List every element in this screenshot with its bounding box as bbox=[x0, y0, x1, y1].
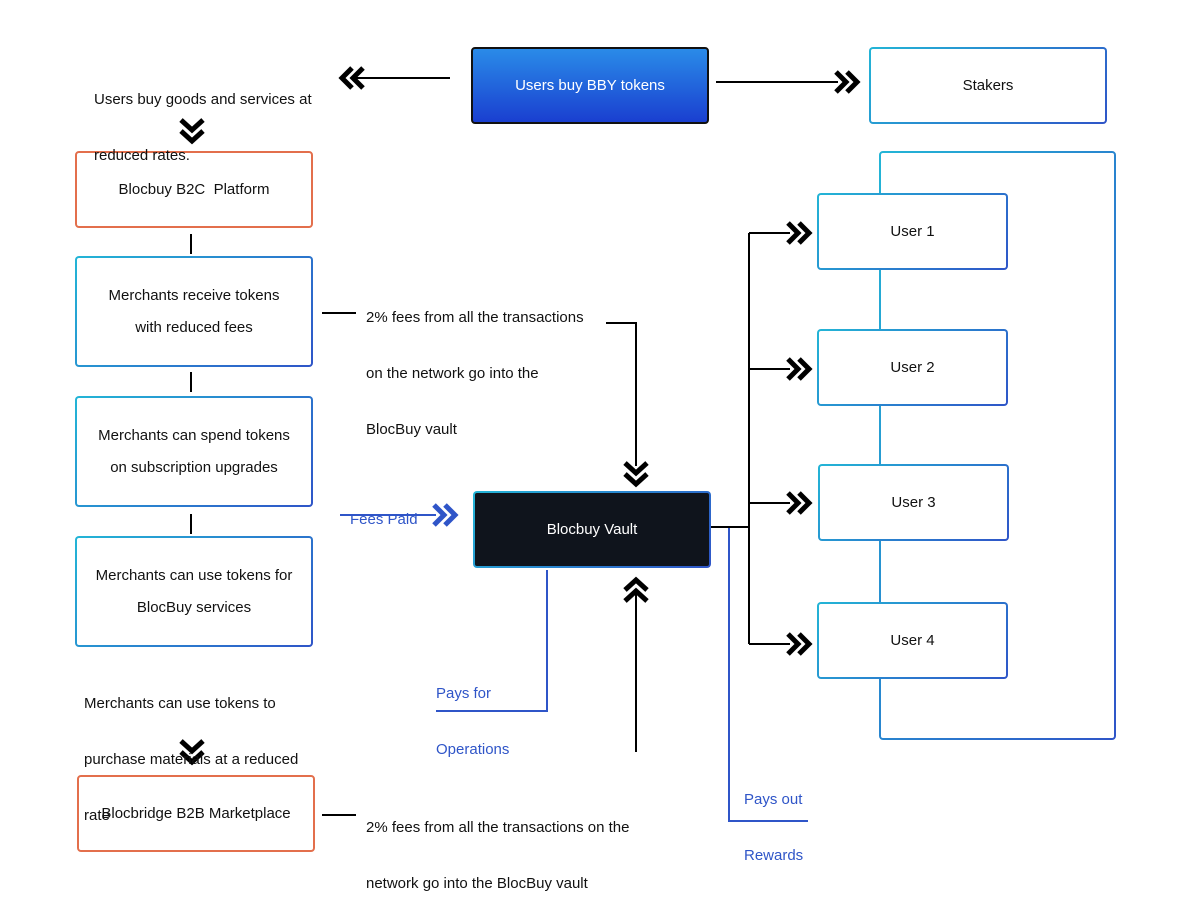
connector-pays-rewards bbox=[728, 528, 808, 822]
stakers-node: Stakers bbox=[869, 47, 1107, 124]
double-chevron-down-icon bbox=[623, 461, 649, 488]
pays-rewards-label: Pays out Rewards bbox=[744, 758, 803, 898]
connector-fees-to-vault bbox=[606, 322, 637, 466]
node-label-line: Merchants can use tokens for bbox=[95, 566, 293, 584]
label-line: Operations bbox=[436, 741, 510, 758]
double-chevron-left-icon bbox=[338, 66, 365, 90]
node-label-line: Merchants receive tokens bbox=[108, 286, 280, 304]
user1-node: User 1 bbox=[817, 193, 1008, 270]
node-label: User 1 bbox=[890, 222, 935, 240]
node-label: User 4 bbox=[890, 631, 935, 649]
double-chevron-right-icon bbox=[786, 221, 813, 245]
fees-paid-label: Fees Paid bbox=[350, 478, 418, 534]
merchants-spend-node: Merchants can spend tokens on subscripti… bbox=[75, 396, 313, 507]
double-chevron-right-icon bbox=[834, 70, 861, 94]
user3-node: User 3 bbox=[818, 464, 1009, 541]
double-chevron-right-icon bbox=[786, 357, 813, 381]
label-line: Rewards bbox=[744, 847, 804, 864]
merchants-purchase-label: Merchants can use tokens to purchase mat… bbox=[84, 662, 298, 858]
fees-top-label: 2% fees from all the transactions on the… bbox=[366, 276, 584, 472]
node-label: Blocbuy B2C Platform bbox=[118, 180, 270, 198]
user4-node: User 4 bbox=[817, 602, 1008, 679]
node-label-line: with reduced fees bbox=[135, 318, 253, 336]
merchants-receive-node: Merchants receive tokens with reduced fe… bbox=[75, 256, 313, 367]
node-label-line: Merchants can spend tokens bbox=[98, 426, 290, 444]
double-chevron-right-icon bbox=[786, 491, 813, 515]
users-buy-goods-label: Users buy goods and services at reduced … bbox=[94, 58, 312, 198]
node-label: Blocbuy Vault bbox=[546, 520, 638, 538]
label-line: Fees Paid bbox=[350, 511, 418, 528]
label-line: rate bbox=[84, 807, 110, 824]
label-line: Pays for bbox=[436, 685, 492, 702]
double-chevron-right-icon bbox=[432, 503, 459, 527]
merchants-use-node: Merchants can use tokens for BlocBuy ser… bbox=[75, 536, 313, 647]
node-label-line: BlocBuy services bbox=[136, 598, 252, 616]
double-chevron-down-icon bbox=[179, 118, 205, 145]
fees-bottom-label: 2% fees from all the transactions on the… bbox=[366, 786, 629, 898]
label-line: network go into the BlocBuy vault bbox=[366, 875, 588, 892]
node-label: User 2 bbox=[890, 358, 935, 376]
b2c-platform-node: Blocbuy B2C Platform bbox=[75, 151, 313, 228]
node-label-line: on subscription upgrades bbox=[110, 458, 278, 476]
label-line: purchase materials at a reduced bbox=[84, 751, 299, 768]
label-line: reduced rates. bbox=[94, 147, 190, 164]
connector-pays-operations bbox=[436, 570, 548, 712]
node-label: Blocbridge B2B Marketplace bbox=[101, 804, 291, 822]
label-line: 2% fees from all the transactions bbox=[366, 309, 584, 326]
pays-operations-label: Pays for Operations bbox=[436, 652, 509, 792]
label-line: Merchants can use tokens to bbox=[84, 695, 276, 712]
node-label: Stakers bbox=[962, 76, 1014, 94]
double-chevron-up-icon bbox=[623, 576, 649, 603]
label-line: Users buy goods and services at bbox=[94, 91, 312, 108]
label-line: on the network go into the bbox=[366, 365, 539, 382]
double-chevron-down-icon bbox=[179, 739, 205, 766]
node-label: User 3 bbox=[891, 493, 936, 511]
label-line: 2% fees from all the transactions on the bbox=[366, 819, 630, 836]
users-buy-tokens-node: Users buy BBY tokens bbox=[471, 47, 709, 124]
label-line: BlocBuy vault bbox=[366, 421, 457, 438]
label-line: Pays out bbox=[744, 791, 803, 808]
user2-node: User 2 bbox=[817, 329, 1008, 406]
b2b-marketplace-node: Blocbridge B2B Marketplace bbox=[77, 775, 315, 852]
stakers-group-frame bbox=[879, 151, 1116, 740]
double-chevron-right-icon bbox=[786, 632, 813, 656]
vault-node: Blocbuy Vault bbox=[473, 491, 711, 568]
node-label: Users buy BBY tokens bbox=[515, 76, 665, 94]
